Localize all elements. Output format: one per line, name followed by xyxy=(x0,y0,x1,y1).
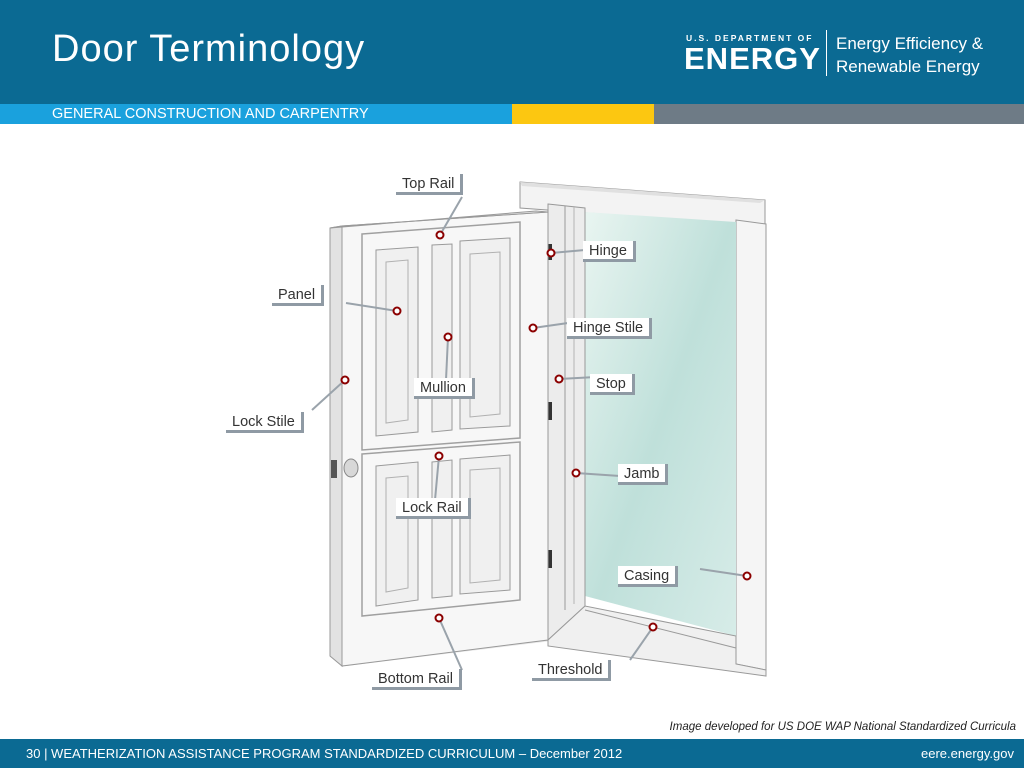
label-lock-stile: Lock Stile xyxy=(226,412,304,433)
image-credit: Image developed for US DOE WAP National … xyxy=(669,721,1016,733)
footer-bar xyxy=(0,739,1024,768)
marker-casing xyxy=(742,571,752,581)
header-bar xyxy=(0,0,1024,104)
label-casing: Casing xyxy=(618,566,679,587)
marker-top-rail xyxy=(435,230,445,240)
subtitle-bar xyxy=(0,104,512,124)
door-slab xyxy=(329,210,549,668)
marker-panel xyxy=(392,306,402,316)
doe-logo-small-text: U.S. DEPARTMENT OF xyxy=(686,33,814,43)
callout-markers xyxy=(340,230,752,632)
office-name-line1: Energy Efficiency & xyxy=(836,34,984,53)
footer-text: 30 | WEATHERIZATION ASSISTANCE PROGRAM S… xyxy=(26,746,623,761)
page-title: Door Terminology xyxy=(52,28,366,70)
section-subtitle: GENERAL CONSTRUCTION AND CARPENTRY xyxy=(52,106,369,122)
label-jamb: Jamb xyxy=(618,464,669,485)
doe-logo-text: ENERGY xyxy=(684,41,821,76)
accent-bar-gray xyxy=(654,104,1024,124)
office-name: Energy Efficiency & Renewable Energy xyxy=(836,32,983,78)
label-stop: Stop xyxy=(590,374,635,395)
marker-bottom-rail xyxy=(434,613,444,623)
label-bottom-rail: Bottom Rail xyxy=(372,669,462,690)
leader-lines xyxy=(311,196,748,671)
latch-icon xyxy=(331,460,337,478)
marker-jamb xyxy=(571,468,581,478)
label-threshold: Threshold xyxy=(532,660,612,681)
marker-threshold xyxy=(648,622,658,632)
door-frame xyxy=(519,181,767,677)
logo-divider xyxy=(826,30,827,76)
label-panel: Panel xyxy=(272,285,325,306)
marker-mullion xyxy=(443,332,453,342)
label-hinge-stile: Hinge Stile xyxy=(567,318,653,339)
marker-hinge-stile xyxy=(528,323,538,333)
marker-lock-stile xyxy=(340,375,350,385)
office-name-line2: Renewable Energy xyxy=(836,57,980,76)
label-hinge: Hinge xyxy=(583,241,636,262)
label-lock-rail: Lock Rail xyxy=(396,498,471,519)
label-mullion: Mullion xyxy=(414,378,475,399)
footer-url: eere.energy.gov xyxy=(921,746,1014,761)
label-top-rail: Top Rail xyxy=(396,174,464,195)
marker-hinge xyxy=(546,248,556,258)
marker-stop xyxy=(554,374,564,384)
marker-lock-rail xyxy=(434,451,444,461)
door-knob-icon xyxy=(343,458,359,478)
accent-bar-yellow xyxy=(512,104,654,124)
